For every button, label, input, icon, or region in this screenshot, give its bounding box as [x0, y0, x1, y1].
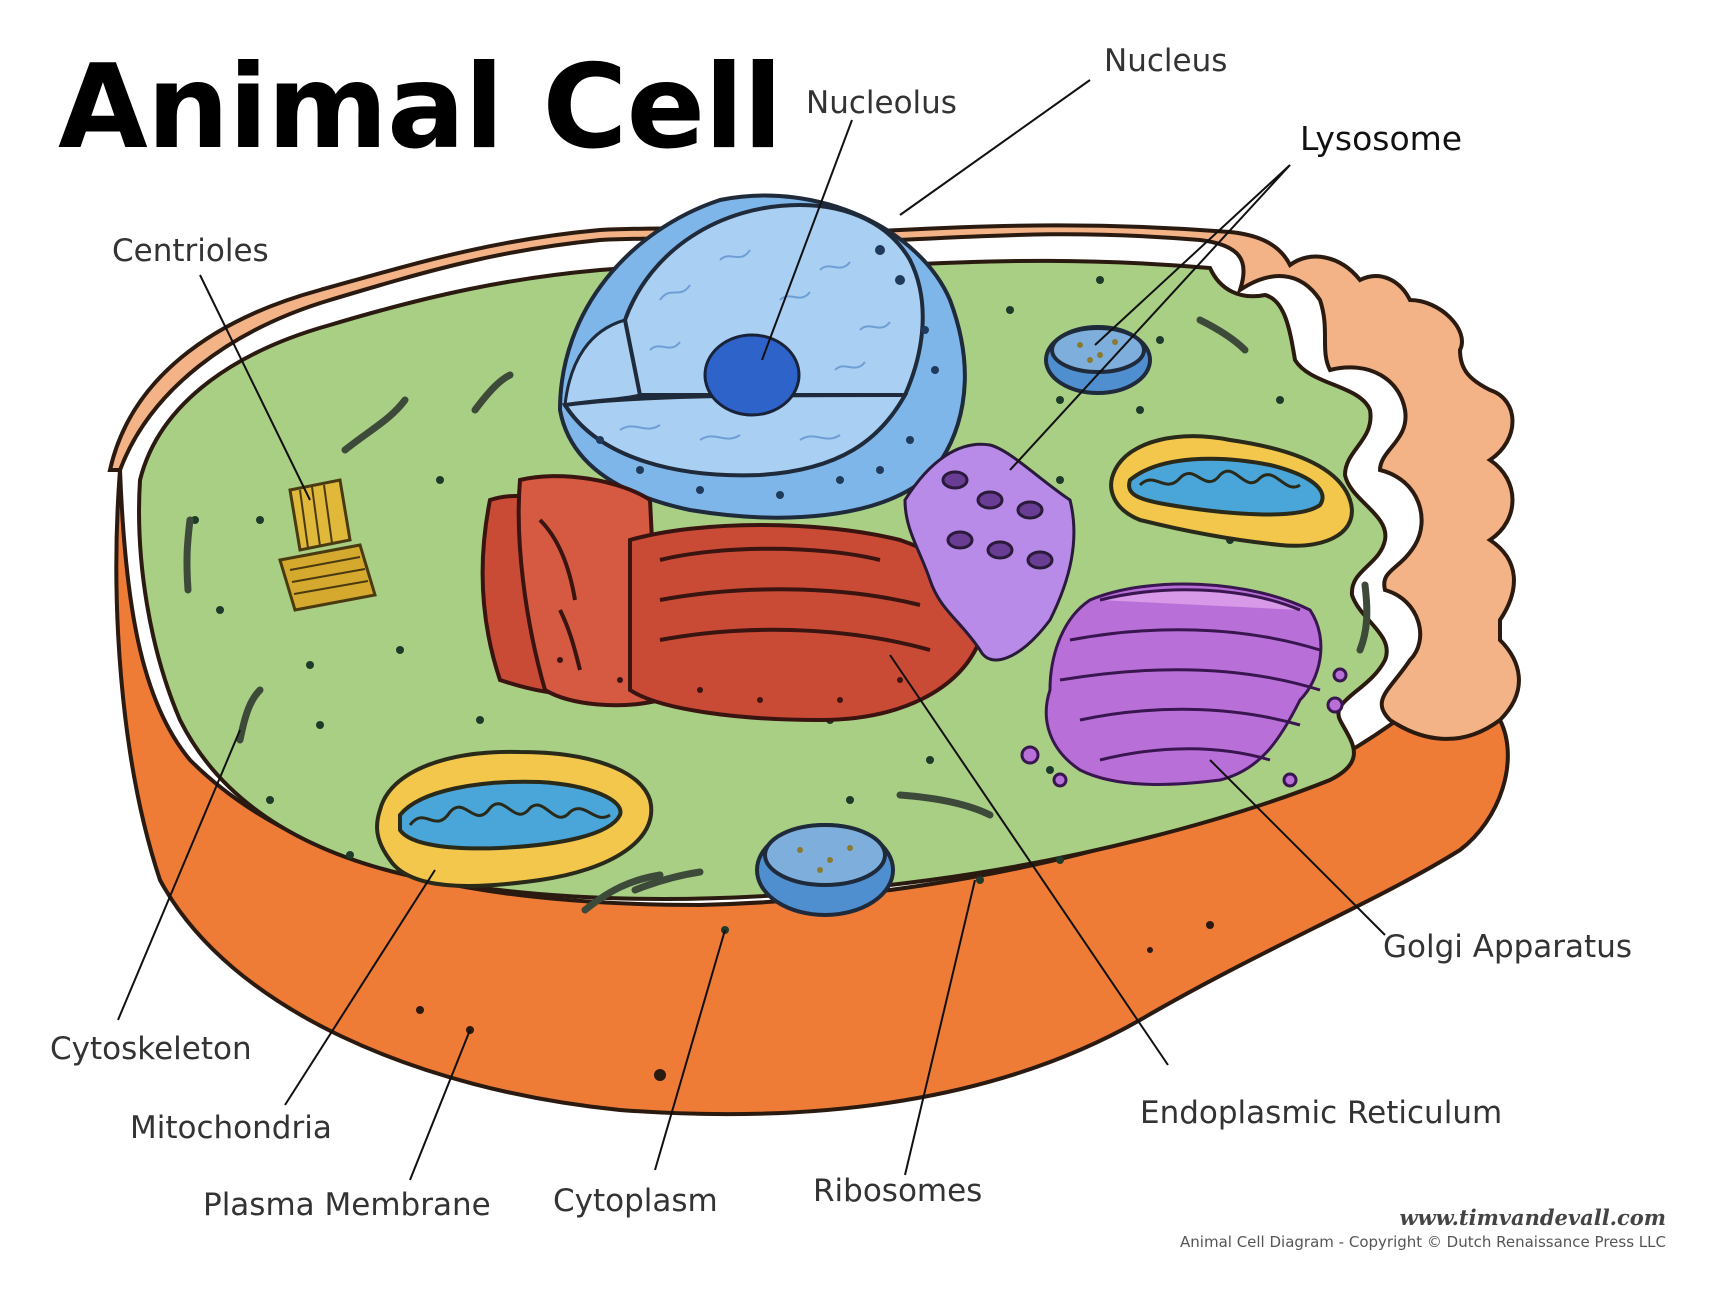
membrane-texture [416, 921, 1214, 1081]
mitochondrion-right [1109, 434, 1354, 548]
label-cytoplasm: Cytoplasm [553, 1183, 718, 1219]
label-golgi-apparatus: Golgi Apparatus [1383, 929, 1632, 965]
label-endoplasmic-reticulum: Endoplasmic Reticulum [1140, 1095, 1503, 1131]
label-nucleus: Nucleus [1104, 43, 1228, 79]
leader-lines [117, 79, 1386, 1181]
bottom-margin [0, 1262, 1711, 1300]
label-cytoskeleton: Cytoskeleton [50, 1031, 252, 1067]
mitochondrion-left [375, 749, 654, 888]
lysosome-upper [1044, 325, 1152, 395]
centrioles [278, 478, 377, 612]
nucleolus [703, 333, 801, 417]
label-plasma-membrane: Plasma Membrane [203, 1187, 491, 1223]
golgi-apparatus [1020, 582, 1348, 788]
label-centrioles: Centrioles [112, 233, 269, 269]
label-nucleolus: Nucleolus [806, 85, 957, 121]
diagram-title: Animal Cell [58, 40, 783, 175]
lysosome-lower [755, 823, 895, 917]
endoplasmic-reticulum [480, 474, 984, 723]
label-ribosomes: Ribosomes [813, 1173, 983, 1209]
label-lysosome: Lysosome [1300, 119, 1463, 158]
plasma-membrane-rim [107, 223, 1521, 741]
credit-url: www.timvandevall.com [1399, 1205, 1666, 1230]
smooth-er [903, 442, 1076, 662]
label-mitochondria: Mitochondria [130, 1110, 332, 1146]
credit-copyright: Animal Cell Diagram - Copyright © Dutch … [1180, 1233, 1666, 1251]
